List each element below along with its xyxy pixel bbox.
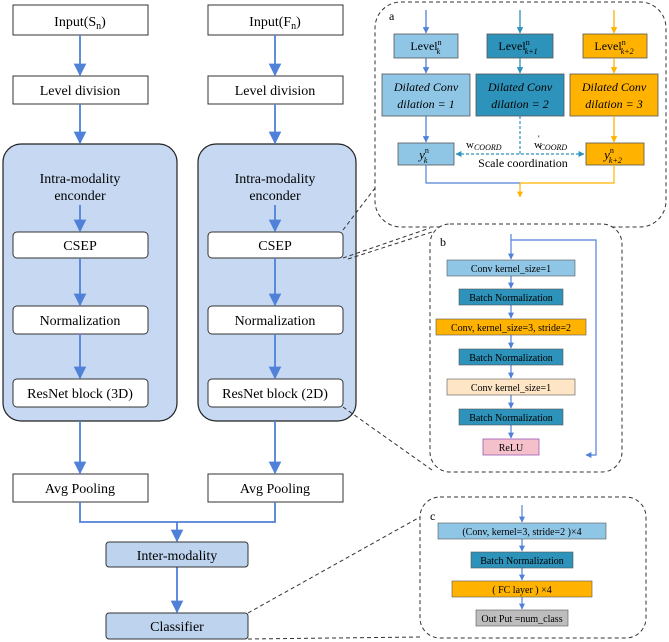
panel-c-bn-label: Batch Normalization — [480, 556, 564, 567]
callout-line-b-bottom — [342, 406, 433, 471]
panel-b-bn2-box — [458, 348, 564, 366]
panel-b: b Conv kernel_size=1 Batch Normalization… — [429, 223, 623, 473]
panel-b-conv1b-box — [446, 378, 576, 396]
panel-b-conv3-box — [435, 318, 587, 336]
dilated-conv-1-box — [381, 73, 471, 117]
panel-b-letter: b — [440, 235, 446, 249]
panel-b-bn3-box — [458, 408, 564, 426]
panel-c-fc-box — [451, 580, 593, 598]
panel-c-conv-box — [437, 522, 607, 540]
classifier-label: Classifier — [150, 620, 204, 635]
left-encoder-container — [2, 143, 178, 422]
dilated-conv-3-box — [569, 73, 659, 117]
panel-c-letter: c — [430, 509, 435, 523]
callout-line-c-top — [247, 516, 421, 614]
panel-b-bn3-label: Batch Normalization — [469, 413, 553, 424]
right-input-box — [207, 4, 344, 36]
left-normalization-label: Normalization — [40, 314, 121, 329]
panel-b-conv3-label: Conv, kernel_size=3, stride=2 — [451, 323, 571, 334]
panel-c-bn-box — [470, 551, 574, 569]
residual-skip-connection — [511, 239, 597, 458]
callout-line-b-top — [347, 231, 433, 260]
panel-b-relu-label: ReLU — [499, 443, 524, 454]
dilated-conv-2-line1: Dilated Conv — [487, 80, 553, 94]
level-k-box — [393, 33, 459, 59]
panel-b-conv1-box — [446, 259, 576, 277]
panel-b-conv1b-label: Conv kernel_size=1 — [471, 383, 551, 394]
left-input-label: Input(Sn) — [54, 15, 106, 32]
dilated-conv-2-line2: dilation = 2 — [491, 97, 548, 111]
merge-connector — [79, 502, 276, 523]
dilated-conv-3-line2: dilation = 3 — [585, 97, 642, 111]
scale-coordination-label: Scale coordination — [478, 156, 568, 170]
left-resnet-label: ResNet block (3D) — [27, 387, 133, 402]
left-encoder-title-line2: enconder — [54, 189, 106, 204]
panel-c: c (Conv, kernel=3, stride=2 )×4 Batch No… — [419, 496, 647, 639]
panel-b-bn1-box — [458, 288, 564, 306]
left-csep-label: CSEP — [63, 239, 97, 254]
w-coord-prime-label: w'COORD — [534, 134, 567, 152]
right-encoder-title-line1: Intra-modality — [235, 172, 316, 187]
panel-c-conv-label: (Conv, kernel=3, stride=2 )×4 — [462, 527, 581, 538]
callout-line-a-top — [342, 187, 376, 231]
callout-line-a-bottom — [342, 227, 431, 259]
left-input-box — [12, 4, 149, 36]
right-csep-label: CSEP — [258, 239, 292, 254]
right-input-label: Input(Fn) — [249, 15, 301, 32]
w-coord-label: wCOORD — [466, 139, 502, 152]
panel-c-output-label: Out Put =num_class — [481, 614, 562, 625]
panel-b-bn2-label: Batch Normalization — [469, 353, 553, 364]
level-k2-box — [582, 33, 648, 59]
right-encoder-title-line2: enconder — [249, 189, 301, 204]
panel-b-bn1-label: Batch Normalization — [469, 293, 553, 304]
right-avgpool-label: Avg Pooling — [240, 482, 310, 497]
panel-a-merge-line-right — [520, 165, 615, 184]
left-avgpool-label: Avg Pooling — [45, 482, 115, 497]
dilated-conv-1-line1: Dilated Conv — [393, 80, 459, 94]
inter-modality-box — [105, 541, 249, 568]
right-branch: Input(Fn) Level division Intra-modality … — [197, 4, 357, 503]
dilated-conv-2-box — [475, 73, 565, 117]
right-resnet-label: ResNet block (2D) — [222, 387, 328, 402]
panel-c-fc-label: ( FC layer ) ×4 — [492, 585, 552, 596]
panel-b-conv1-label: Conv kernel_size=1 — [471, 264, 551, 275]
callout-line-c-bottom — [247, 636, 421, 640]
panel-b-relu-box — [482, 438, 540, 456]
left-branch: Input(Sn) Level division Intra-modality … — [2, 4, 178, 503]
inter-modality-label: Inter-modality — [137, 549, 218, 564]
panel-c-output-box — [475, 609, 569, 627]
classifier-box — [105, 612, 249, 640]
left-encoder-title-line1: Intra-modality — [40, 172, 121, 187]
panel-a-merge-line-left — [425, 165, 520, 184]
dilated-conv-3-line1: Dilated Conv — [581, 80, 647, 94]
right-level-division-label: Level division — [235, 84, 316, 99]
panel-a-letter: a — [389, 9, 395, 23]
left-avgpool-box — [12, 473, 149, 503]
callout-lines — [247, 187, 433, 640]
dilated-conv-1-line2: dilation = 1 — [397, 97, 454, 111]
right-normalization-label: Normalization — [235, 314, 316, 329]
fusion-section: Inter-modality Classifier — [79, 502, 276, 640]
y-k2-box — [585, 142, 645, 166]
left-level-division-label: Level division — [40, 84, 121, 99]
